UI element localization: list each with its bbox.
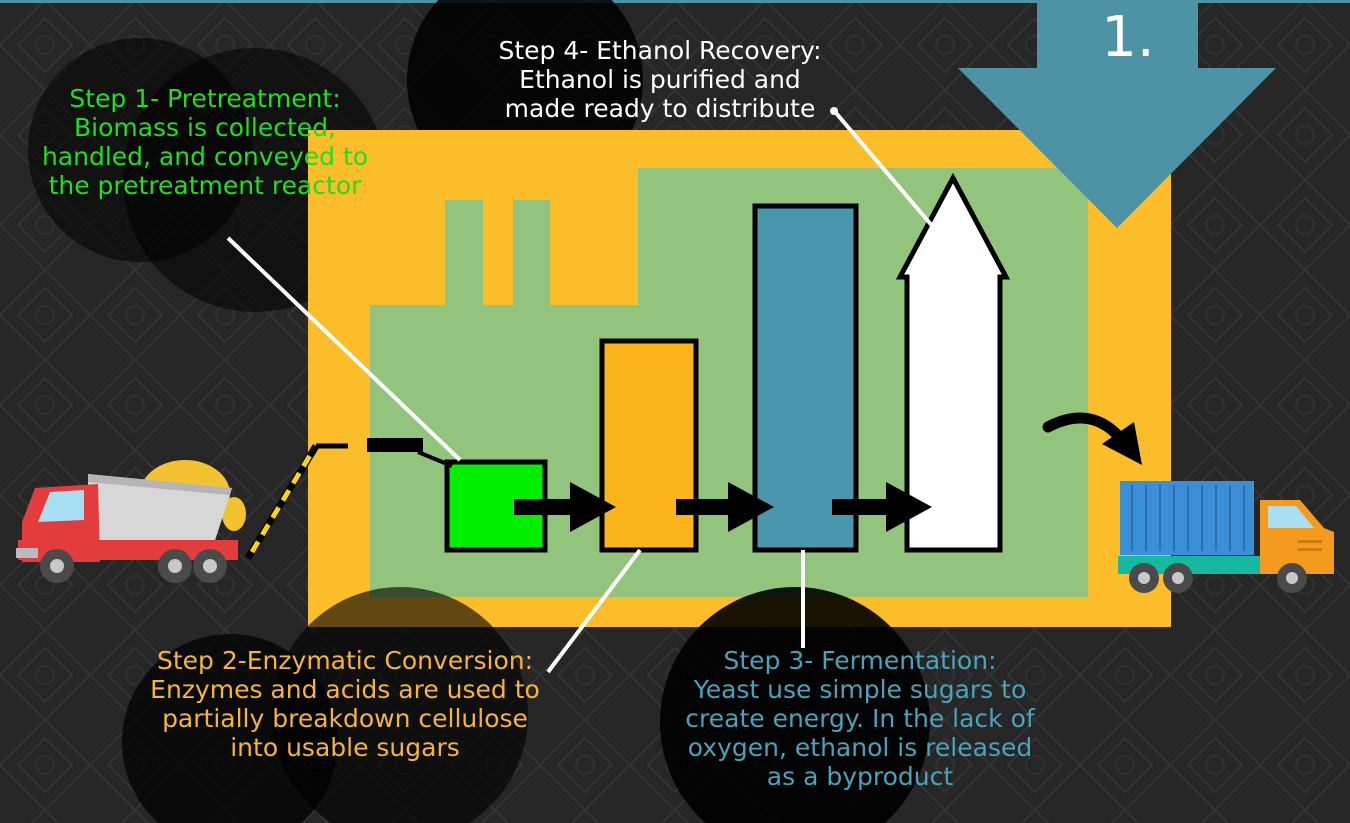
step3-line: Yeast use simple sugars to bbox=[693, 675, 1027, 704]
step1-caption: Step 1- Pretreatment: Biomass is collect… bbox=[0, 84, 410, 200]
top-rule bbox=[0, 0, 1350, 3]
lower-circles bbox=[122, 587, 930, 823]
step4-caption: Step 4- Ethanol Recovery: Ethanol is pur… bbox=[480, 36, 840, 123]
flow-arrow-2 bbox=[676, 482, 774, 532]
down-arrow-icon bbox=[958, 0, 1276, 228]
flow-arrow-1 bbox=[514, 482, 616, 532]
fermentation-tank bbox=[752, 203, 859, 553]
leader-step1 bbox=[226, 236, 462, 462]
curved-arrow-icon bbox=[1042, 412, 1142, 465]
conveyor bbox=[245, 438, 453, 560]
step3-line: as a byproduct bbox=[766, 762, 954, 791]
circle-step3 bbox=[660, 587, 930, 823]
step1-title: Step 1- Pretreatment: bbox=[69, 84, 341, 113]
step4-line: made ready to distribute bbox=[504, 94, 816, 123]
step3-line: oxygen, ethanol is released bbox=[687, 733, 1033, 762]
container-truck-icon bbox=[1118, 481, 1334, 593]
step4-line: Ethanol is purified and bbox=[519, 65, 801, 94]
enzymatic-tank bbox=[599, 338, 699, 553]
step-number-badge: 1. bbox=[1101, 5, 1155, 70]
step1-line: the pretreatment reactor bbox=[48, 171, 362, 200]
recovery-arrow-tank bbox=[895, 172, 1011, 553]
leader-lines bbox=[226, 107, 936, 674]
step2-line: into usable sugars bbox=[230, 733, 460, 762]
step3-caption: Step 3- Fermentation: Yeast use simple s… bbox=[650, 646, 1070, 791]
step4-title: Step 4- Ethanol Recovery: bbox=[498, 36, 822, 65]
leader-step4 bbox=[834, 111, 936, 230]
step2-line: partially breakdown cellulose bbox=[162, 704, 528, 733]
flow-arrow-3 bbox=[832, 482, 932, 532]
circle-step2-a bbox=[272, 587, 528, 823]
leader-step2 bbox=[546, 548, 642, 674]
step3-line: create energy. In the lack of bbox=[685, 704, 1035, 733]
flow-arrows bbox=[514, 482, 932, 532]
step2-title: Step 2-Enzymatic Conversion: bbox=[156, 646, 534, 675]
dump-truck-icon bbox=[16, 460, 246, 583]
step1-line: handled, and conveyed to bbox=[41, 142, 369, 171]
conveyor-hopper bbox=[367, 438, 423, 452]
factory bbox=[308, 130, 1171, 627]
circle-step2-b bbox=[122, 634, 338, 823]
conveyor-feed-line bbox=[417, 450, 453, 468]
leader-step4-dot bbox=[830, 107, 838, 115]
step3-title: Step 3- Fermentation: bbox=[723, 646, 997, 675]
step2-caption: Step 2-Enzymatic Conversion: Enzymes and… bbox=[120, 646, 570, 762]
step1-line: Biomass is collected, bbox=[73, 113, 337, 142]
step2-line: Enzymes and acids are used to bbox=[150, 675, 540, 704]
